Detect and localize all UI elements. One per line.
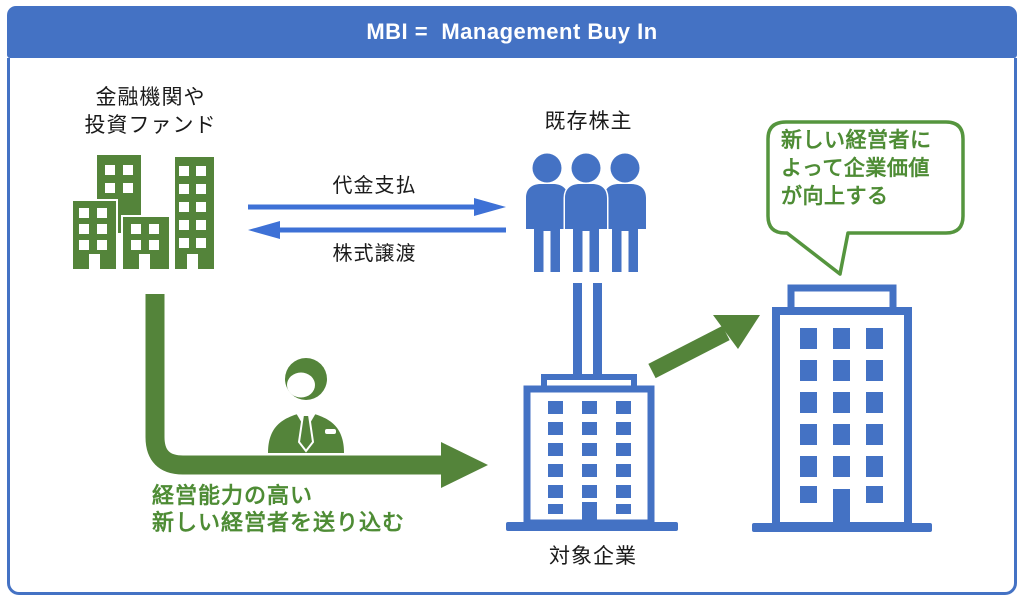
- send-manager-label: 経営能力の高い 新しい経営者を送り込む: [152, 482, 405, 536]
- shareholders-icon: [524, 152, 648, 274]
- payment-label: 代金支払: [332, 175, 417, 197]
- page-title: MBI = Management Buy In: [366, 19, 658, 44]
- shareholders-label: 既存株主: [544, 110, 633, 133]
- speech-bubble: [766, 120, 965, 276]
- header-bar: MBI = Management Buy In: [7, 6, 1017, 58]
- share-transfer-arrow: [248, 221, 506, 239]
- finance-label-line1: 金融機関や: [95, 86, 206, 109]
- connector-bar-right: [593, 283, 602, 376]
- send-manager-arrow: [145, 294, 488, 488]
- speech-bubble-line2: よって企業価値: [781, 157, 930, 180]
- target-company-label: 対象企業: [549, 545, 637, 568]
- office-building-icon: [506, 374, 678, 531]
- businessman-icon: [268, 358, 344, 453]
- people-group-icon: [524, 152, 648, 274]
- city-buildings-icon: [71, 153, 216, 271]
- financial-institutions-icon: [71, 153, 216, 271]
- finance-label-line2: 投資ファンド: [84, 114, 217, 137]
- speech-bubble-line1: 新しい経営者に: [781, 129, 932, 152]
- send-manager-label-line1: 経営能力の高い: [152, 483, 314, 508]
- target-company-icon: [506, 374, 678, 531]
- new-manager-icon: [268, 358, 344, 453]
- connector-bar-left: [573, 283, 582, 376]
- payment-arrow: [248, 198, 506, 216]
- send-manager-label-line2: 新しい経営者を送り込む: [152, 510, 406, 535]
- office-building-tall-icon: [752, 284, 932, 532]
- grown-company-icon: [752, 284, 932, 532]
- value-growth-arrow: [648, 315, 760, 379]
- speech-bubble-line3: が向上する: [781, 185, 889, 208]
- speech-bubble-text: 新しい経営者に よって企業価値 が向上する: [781, 127, 932, 211]
- finance-label: 金融機関や 投資ファンド: [38, 84, 263, 140]
- share-transfer-label: 株式譲渡: [332, 243, 417, 265]
